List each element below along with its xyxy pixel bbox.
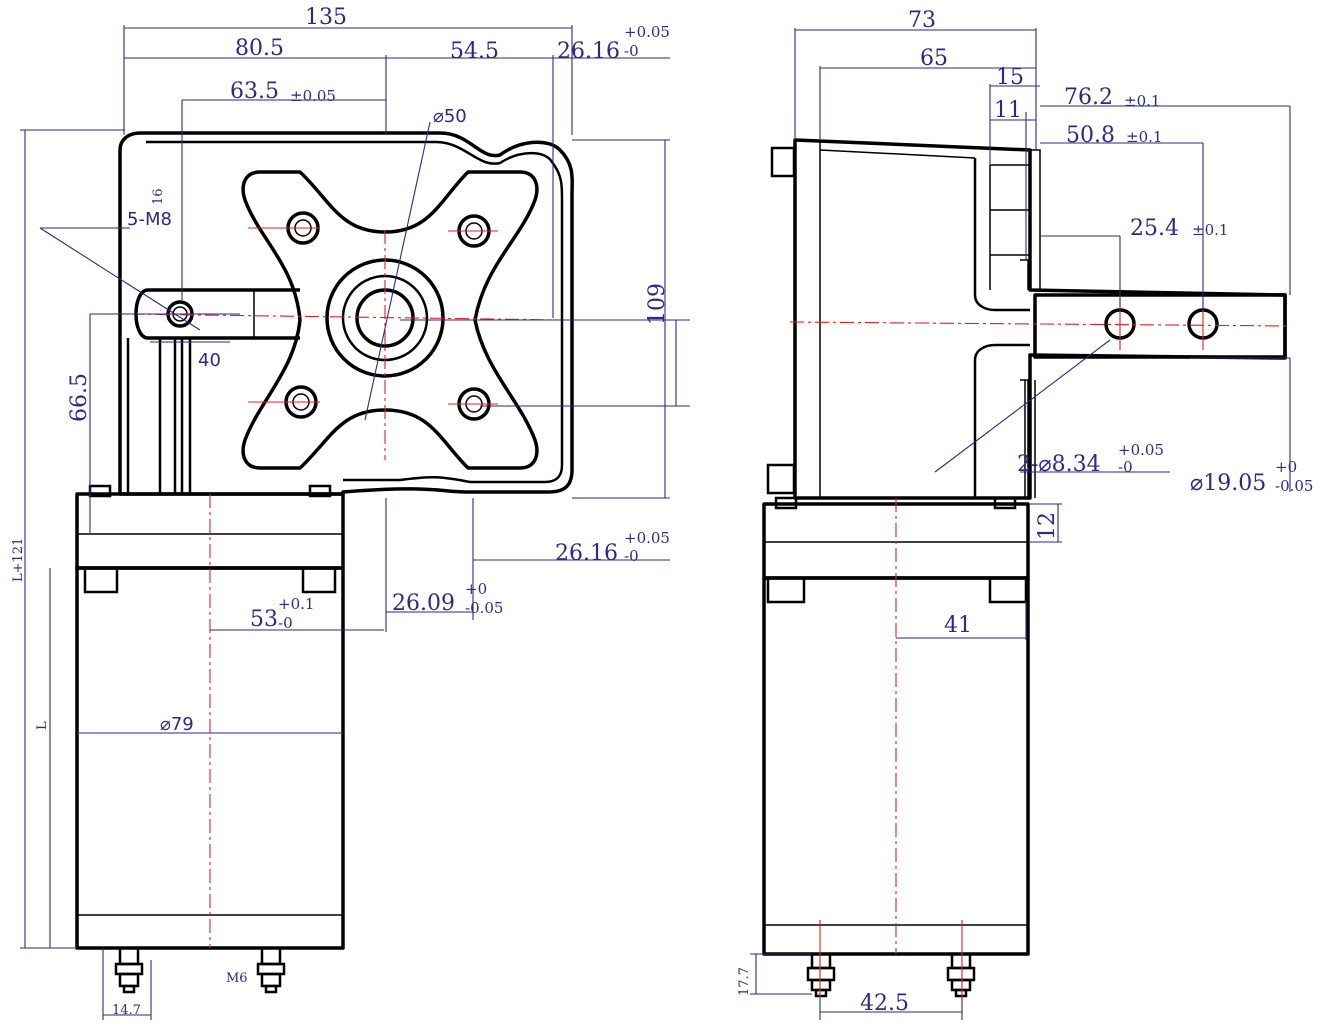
dim-bottom-offset: 26.16 <box>555 541 618 566</box>
dim-center-to-right: 54.5 <box>450 39 499 64</box>
side-dim-terminal-spacing: 42.5 <box>860 991 909 1016</box>
dim-overall-width: 135 <box>305 5 347 30</box>
svg-text:-0.05: -0.05 <box>465 599 503 617</box>
svg-text:±0.05: ±0.05 <box>290 87 336 105</box>
side-dim-shaft-diameter: ⌀19.05 <box>1190 471 1266 496</box>
terminal-right <box>256 946 286 994</box>
dim-offset-2609: 26.09 <box>392 591 455 616</box>
dim-terminal-thread: M6 <box>226 971 248 986</box>
dim-motor-center: 53 <box>250 607 278 632</box>
svg-text:+0: +0 <box>1275 458 1297 476</box>
side-terminal-right <box>946 952 976 998</box>
side-dim-shaft-length: 76.2 <box>1064 85 1113 110</box>
svg-text:-0: -0 <box>1118 458 1133 476</box>
side-terminal-left <box>806 952 836 998</box>
dim-terminal-spacing: 14.7 <box>112 1003 141 1018</box>
dim-left-to-center: 80.5 <box>235 36 284 61</box>
dim-right-offset: 26.16 <box>557 39 620 64</box>
dim-thread-callout: 5-M8 <box>127 209 172 230</box>
side-dim-hole1: 25.4 <box>1130 216 1179 241</box>
dim-motor-diameter: ⌀79 <box>160 714 194 735</box>
svg-text:+0: +0 <box>465 580 487 598</box>
svg-text:+0.05: +0.05 <box>624 529 670 547</box>
dim-thread-depth: 16 <box>151 188 166 205</box>
svg-text:-0.05: -0.05 <box>1275 477 1313 495</box>
dim-height-109: 109 <box>645 283 670 325</box>
svg-text:±0.1: ±0.1 <box>1124 92 1160 110</box>
front-view: 135 80.5 54.5 26.16 +0.05 -0 63.5 ±0.05 … <box>11 5 690 1020</box>
svg-text:±0.1: ±0.1 <box>1126 128 1162 146</box>
side-view: 73 65 15 11 76.2 ±0.1 50.8 ±0.1 25.4 ±0.… <box>737 8 1313 1020</box>
dim-total-length: L+121 <box>11 538 26 582</box>
side-dim-cross-hole: 2-⌀8.34 <box>1017 452 1101 477</box>
side-dim-body-width: 65 <box>920 46 948 71</box>
dim-motor-length: L <box>35 721 50 730</box>
side-dim-terminal-height: 17.7 <box>737 967 752 996</box>
dim-slot-width: 40 <box>198 350 221 371</box>
dim-bore: ⌀50 <box>433 106 467 127</box>
side-dim-15: 15 <box>996 65 1024 90</box>
svg-text:±0.1: ±0.1 <box>1192 221 1228 239</box>
side-dim-11: 11 <box>994 98 1022 123</box>
dim-hole-spacing: 63.5 <box>230 79 279 104</box>
dim-height-66: 66.5 <box>67 373 92 422</box>
side-dim-overall-width: 73 <box>908 8 936 33</box>
svg-text:-0: -0 <box>278 614 293 632</box>
svg-text:+0.05: +0.05 <box>624 23 670 41</box>
terminal-left <box>114 946 144 994</box>
svg-text:-0: -0 <box>624 547 639 565</box>
side-dim-flange-offset: 41 <box>944 613 972 638</box>
cross-plate <box>241 170 539 470</box>
side-dim-hole2: 50.8 <box>1066 123 1115 148</box>
side-dim-flange-thickness: 12 <box>1035 512 1060 540</box>
svg-text:-0: -0 <box>624 42 639 60</box>
svg-text:+0.05: +0.05 <box>1118 441 1164 459</box>
svg-text:+0.1: +0.1 <box>278 595 314 613</box>
gearbox-inner-outline <box>146 140 564 484</box>
